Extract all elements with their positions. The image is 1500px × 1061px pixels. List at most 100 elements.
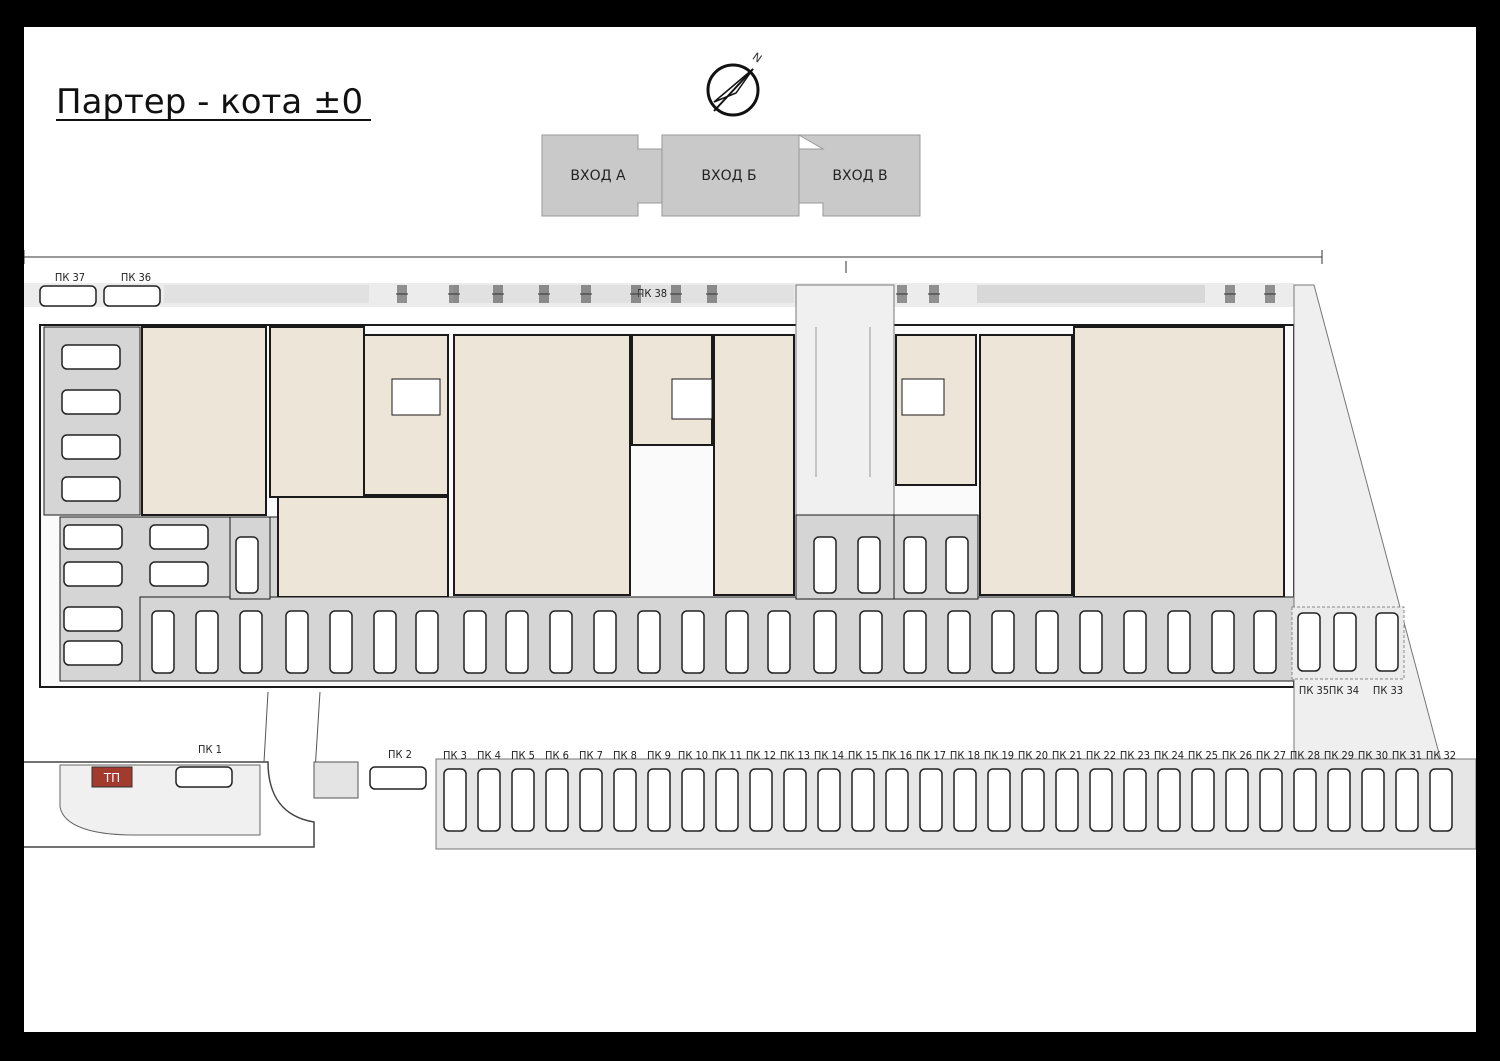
- floor-plan: Партер - кота ±0 N ВХОД А ВХОД Б ВХОД В: [24, 50, 1476, 850]
- parking-car: [1225, 768, 1249, 832]
- parking-spot-label: ПК 12: [746, 749, 776, 762]
- garage-car: [767, 610, 791, 674]
- garage-car: [63, 524, 123, 550]
- garage-car: [1167, 610, 1191, 674]
- garage-car: [725, 610, 749, 674]
- garage-car: [373, 610, 397, 674]
- bottom-parking-cars: [443, 768, 1453, 832]
- parking-spot-label: ПК 19: [984, 749, 1014, 762]
- parking-car: [681, 768, 705, 832]
- parking-car: [1123, 768, 1147, 832]
- garage-car: [329, 610, 353, 674]
- parking-spot-label: ПК 26: [1222, 749, 1252, 762]
- transformer-label: ТП: [103, 771, 120, 785]
- garage-car: [1211, 610, 1235, 674]
- sidewalk-strip-1: [164, 285, 369, 303]
- parking-car: [1191, 768, 1215, 832]
- parking-car: [715, 768, 739, 832]
- parking-car: [1429, 768, 1453, 832]
- parking-car: [817, 768, 841, 832]
- tree-icon: [448, 285, 460, 303]
- tree-icon: [630, 285, 642, 303]
- garage-cars: [61, 344, 1277, 674]
- garage-car: [151, 610, 175, 674]
- garage-car: [63, 640, 123, 666]
- garage-car: [149, 524, 209, 550]
- parking-car: [443, 768, 467, 832]
- garage-car: [945, 536, 969, 594]
- parking-spot-label: ПК 9: [647, 749, 671, 762]
- entrance-c-label: ВХОД В: [832, 168, 887, 184]
- sidewalk-strip-2: [454, 285, 794, 303]
- garage-car: [813, 536, 837, 594]
- garage-car: [1035, 610, 1059, 674]
- tree-icon: [538, 285, 550, 303]
- tree-icon: [1224, 285, 1236, 303]
- parking-spot-label: ПК 32: [1426, 749, 1456, 762]
- parking-car: [579, 768, 603, 832]
- north-arrow-icon: N: [706, 50, 764, 117]
- pk36-label: ПК 36: [121, 271, 151, 284]
- parking-car: [477, 768, 501, 832]
- pk2-car: [369, 766, 427, 790]
- entrance-keyplan: ВХОД А ВХОД Б ВХОД В: [541, 134, 921, 217]
- driveway-curve: [24, 761, 315, 848]
- sidewalk-strip-3: [977, 285, 1205, 303]
- pk1-label: ПК 1: [198, 743, 222, 756]
- parking-car: [613, 768, 637, 832]
- plan-sheet: Партер - кота ±0 N ВХОД А ВХОД Б ВХОД В: [24, 27, 1476, 1032]
- parking-spot-label: ПК 22: [1086, 749, 1116, 762]
- parking-car: [783, 768, 807, 832]
- pk2-label: ПК 2: [388, 748, 412, 761]
- parking-car: [1157, 768, 1181, 832]
- parking-spot-label: ПК 10: [678, 749, 708, 762]
- garage-car: [947, 610, 971, 674]
- pk1-car: [175, 766, 233, 788]
- parking-car: [1361, 768, 1385, 832]
- parking-spot-label: ПК 16: [882, 749, 912, 762]
- tree-icon: [396, 285, 408, 303]
- tree-icon: [670, 285, 682, 303]
- parking-spot-label: ПК 6: [545, 749, 569, 762]
- parking-car: [919, 768, 943, 832]
- garage-car: [549, 610, 573, 674]
- pk33-label: ПК 33: [1373, 684, 1403, 697]
- garage-car: [61, 389, 121, 415]
- garage-car: [61, 476, 121, 502]
- parking-spot-label: ПК 20: [1018, 749, 1048, 762]
- parking-car: [1259, 768, 1283, 832]
- garage-car: [1253, 610, 1277, 674]
- parking-car: [1395, 768, 1419, 832]
- tree-icon: [706, 285, 718, 303]
- garage-car: [857, 536, 881, 594]
- plan-title: Партер - кота ±0: [56, 82, 363, 122]
- parking-car: [953, 768, 977, 832]
- tree-icon: [1264, 285, 1276, 303]
- entrance-b-label: ВХОД Б: [701, 168, 756, 184]
- tree-icons: [396, 285, 1276, 303]
- garage-car: [593, 610, 617, 674]
- parking-car: [647, 768, 671, 832]
- tree-icon: [580, 285, 592, 303]
- transformer-box: [91, 766, 133, 788]
- parking-car: [1089, 768, 1113, 832]
- parking-car: [511, 768, 535, 832]
- parking-spot-label: ПК 25: [1188, 749, 1218, 762]
- parking-spot-label: ПК 18: [950, 749, 980, 762]
- parking-spot-label: ПК 7: [579, 749, 603, 762]
- pk34-label: ПК 34: [1329, 684, 1359, 697]
- garage-car: [463, 610, 487, 674]
- parking-car: [1293, 768, 1317, 832]
- entrance-a-label: ВХОД А: [570, 168, 626, 184]
- tree-icon: [928, 285, 940, 303]
- garage-car: [149, 561, 209, 587]
- north-label: N: [750, 50, 764, 65]
- parking-spot-label: ПК 13: [780, 749, 810, 762]
- garage-car: [1123, 610, 1147, 674]
- garage-car: [239, 610, 263, 674]
- garage-car: [415, 610, 439, 674]
- parking-spot-label: ПК 5: [511, 749, 535, 762]
- stair-ramp: [313, 761, 359, 799]
- garage-car: [505, 610, 529, 674]
